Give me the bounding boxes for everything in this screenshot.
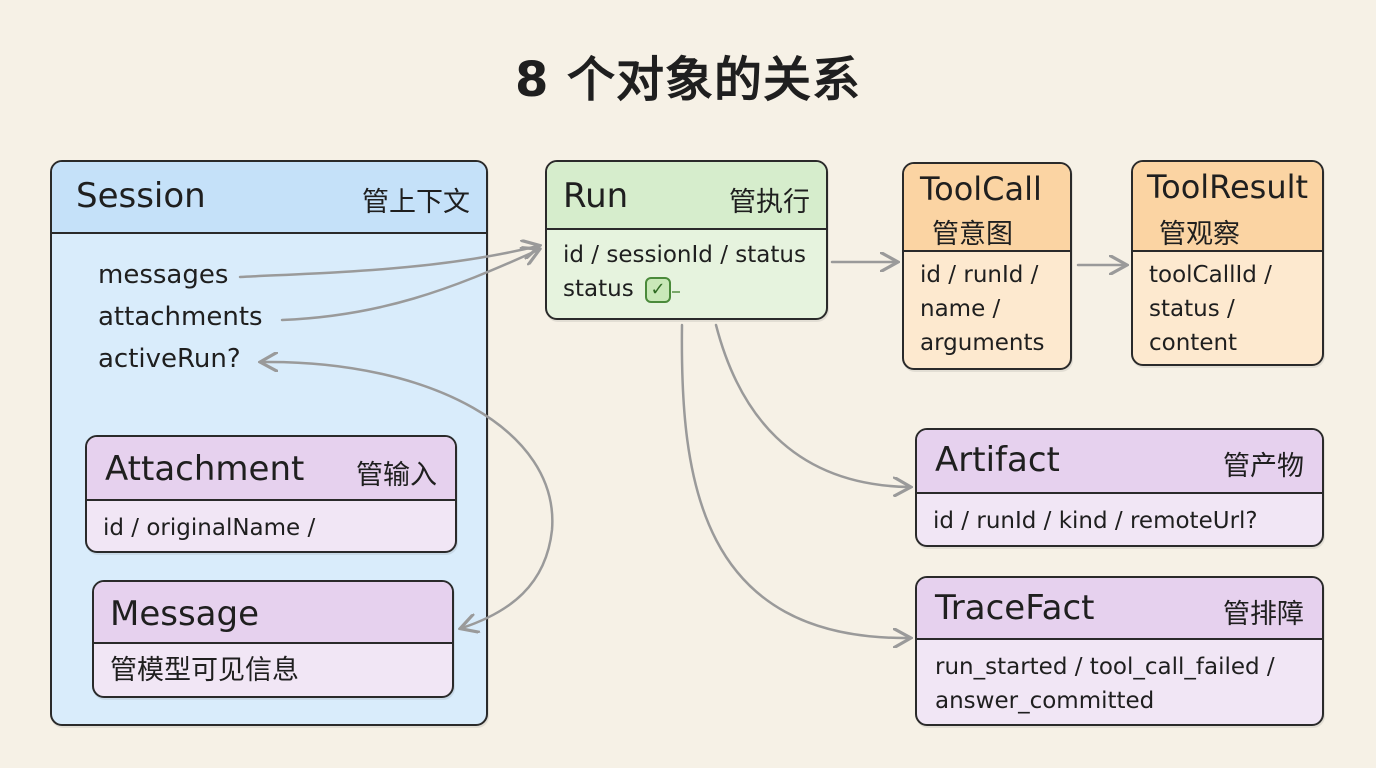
toolresult-field-3: content (1149, 330, 1238, 356)
toolresult-header: ToolResult 管观察 (1133, 162, 1322, 252)
toolresult-role: 管观察 (1159, 219, 1240, 250)
tracefact-name: TraceFact (935, 588, 1095, 628)
toolcall-field-1: id / runId / (920, 262, 1039, 288)
artifact-role: 管产物 (1223, 451, 1304, 482)
run-name: Run (563, 176, 629, 216)
artifact-header: Artifact 管产物 (917, 430, 1322, 494)
session-field-activerun: activeRun? (98, 344, 241, 374)
toolresult-fields: toolCallId / status / content (1133, 252, 1322, 364)
toolresult-field-1: toolCallId / (1149, 262, 1272, 288)
toolcall-name: ToolCall (920, 170, 1042, 208)
run-fields: id / sessionId / status status ✓ (547, 230, 826, 314)
toolresult-field-2: status / (1149, 296, 1235, 322)
tracefact-fields: run_started / tool_call_failed / answer_… (917, 640, 1322, 724)
session-field-messages: messages (98, 260, 229, 290)
run-fields-line1: id / sessionId / status (563, 242, 806, 268)
toolcall-role: 管意图 (932, 219, 1013, 250)
toolcall-box: ToolCall 管意图 id / runId / name / argumen… (902, 162, 1072, 370)
run-header: Run 管执行 (547, 162, 826, 230)
session-field-attachments: attachments (98, 302, 263, 332)
arrow-run-to-artifact (714, 323, 909, 487)
check-icon: ✓ (645, 276, 671, 303)
tracefact-field-2: answer_committed (935, 688, 1155, 714)
message-role: 管模型可见信息 (110, 655, 299, 686)
run-box: Run 管执行 id / sessionId / status status ✓ (545, 160, 828, 320)
diagram-title: 8 个对象的关系 (514, 52, 862, 108)
toolresult-box: ToolResult 管观察 toolCallId / status / con… (1131, 160, 1324, 366)
toolresult-name: ToolResult (1147, 168, 1309, 206)
toolcall-header: ToolCall 管意图 (904, 164, 1070, 252)
toolcall-fields: id / runId / name / arguments (904, 252, 1070, 366)
tracefact-field-1: run_started / tool_call_failed / (935, 654, 1275, 680)
run-role: 管执行 (729, 187, 810, 218)
arrow-run-to-tracefact (680, 323, 909, 638)
arrow-messages-to-run (238, 246, 538, 279)
session-header: Session 管上下文 (52, 162, 486, 234)
artifact-box: Artifact 管产物 id / runId / kind / remoteU… (915, 428, 1324, 547)
message-name: Message (110, 594, 260, 634)
artifact-name: Artifact (935, 440, 1060, 480)
toolcall-field-2: name / (920, 296, 1001, 322)
artifact-fields: id / runId / kind / remoteUrl? (933, 508, 1258, 534)
toolcall-field-3: arguments (920, 330, 1045, 356)
tracefact-box: TraceFact 管排障 run_started / tool_call_fa… (915, 576, 1324, 726)
run-fields-status: status (563, 276, 634, 302)
session-name: Session (76, 176, 206, 216)
run-fields-line2: status ✓ (563, 272, 810, 306)
arrow-attachments-to-run (280, 250, 538, 322)
session-role: 管上下文 (362, 187, 470, 218)
tracefact-role: 管排障 (1223, 599, 1304, 630)
arrow-activerun-message (262, 362, 554, 628)
tracefact-header: TraceFact 管排障 (917, 578, 1322, 640)
